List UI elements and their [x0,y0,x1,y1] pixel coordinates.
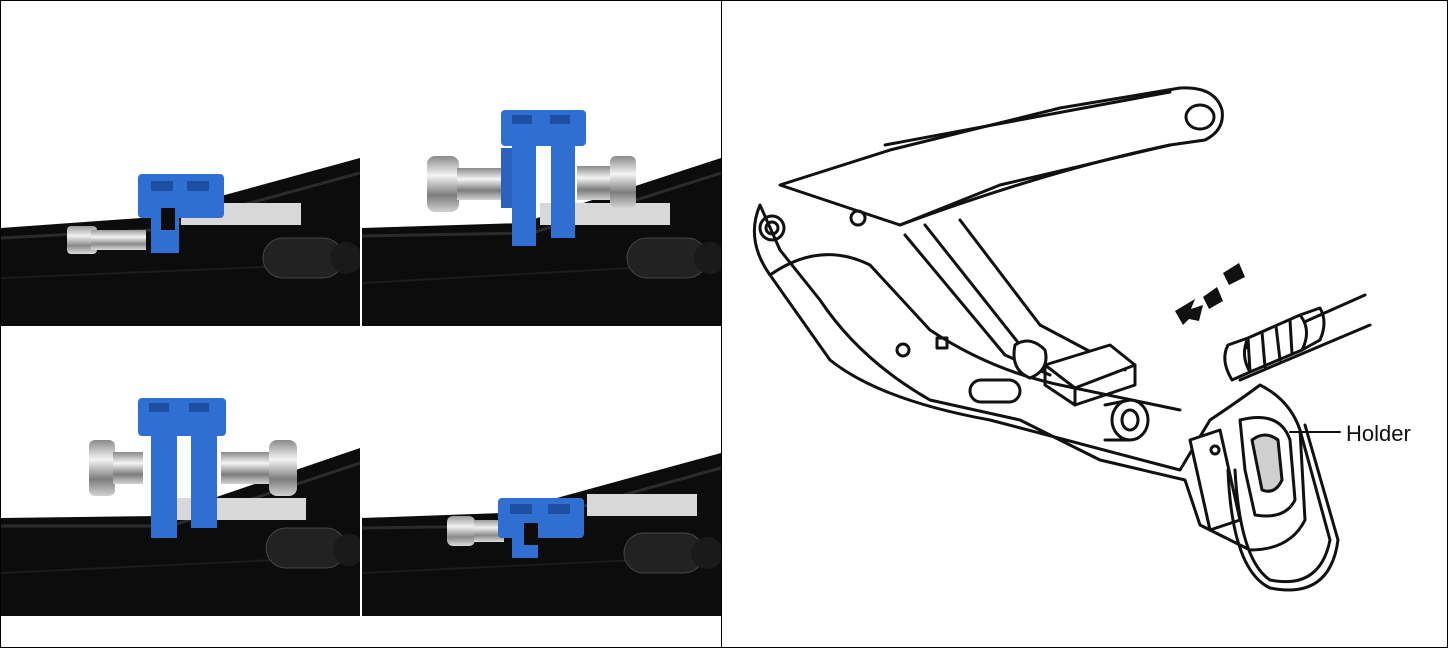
tool-illustration [723,1,1446,646]
holder-label: Holder [1346,421,1411,446]
photo-step-4 [362,328,721,616]
direction-arrows-icon [1175,263,1245,325]
photo-grid [1,38,721,616]
panel-divider [721,0,722,648]
photo-step-2 [362,38,721,326]
photo-step-3 [1,328,360,616]
photo-step-1 [1,38,360,326]
